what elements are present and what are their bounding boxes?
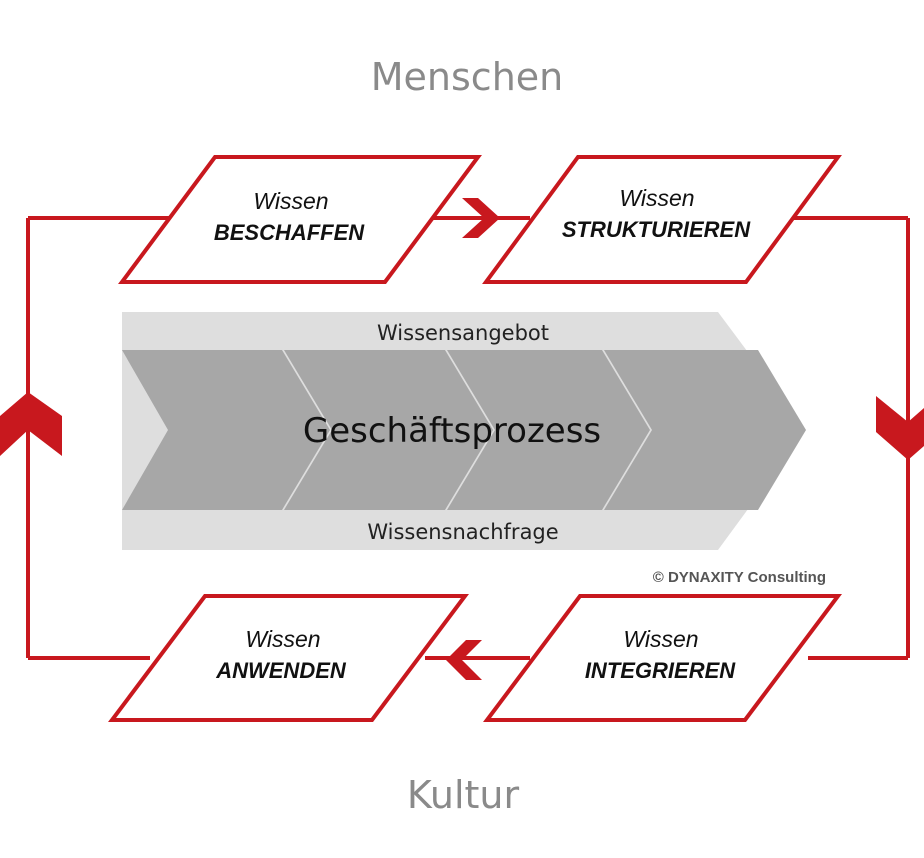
arrow-left-icon bbox=[446, 640, 482, 680]
step-integrieren-line2: INTEGRIEREN bbox=[585, 658, 736, 683]
step-box-integrieren: Wissen INTEGRIEREN bbox=[483, 594, 842, 722]
process-chevron-2 bbox=[284, 350, 493, 510]
process-title: Geschäftsprozess bbox=[303, 411, 601, 451]
step-box-anwenden: Wissen ANWENDEN bbox=[108, 594, 469, 722]
arrow-down-icon bbox=[876, 396, 924, 460]
step-box-strukturieren: Wissen STRUKTURIEREN bbox=[482, 155, 842, 284]
process-chevron-1 bbox=[122, 350, 330, 510]
process-chevron-3 bbox=[447, 350, 650, 510]
step-strukturieren-line2: STRUKTURIEREN bbox=[562, 217, 751, 242]
wissensangebot-label: Wissensangebot bbox=[377, 321, 549, 345]
step-strukturieren-line1: Wissen bbox=[619, 185, 694, 211]
step-box-beschaffen: Wissen BESCHAFFEN bbox=[118, 155, 482, 284]
step-beschaffen-line1: Wissen bbox=[253, 188, 328, 214]
top-label: Menschen bbox=[371, 55, 564, 99]
step-integrieren-line1: Wissen bbox=[623, 626, 698, 652]
wissensnachfrage-label: Wissensnachfrage bbox=[367, 520, 558, 544]
bottom-label: Kultur bbox=[407, 773, 520, 817]
process-chevron-4 bbox=[604, 350, 806, 510]
business-process: Wissensangebot Wissensnachfrage Geschäft… bbox=[122, 312, 806, 550]
step-beschaffen-line2: BESCHAFFEN bbox=[214, 220, 365, 245]
arrow-right-icon bbox=[462, 198, 500, 238]
step-anwenden-line2: ANWENDEN bbox=[215, 658, 347, 683]
arrow-up-icon bbox=[0, 392, 62, 456]
step-anwenden-line1: Wissen bbox=[245, 626, 320, 652]
copyright-notice: © DYNAXITY Consulting bbox=[653, 569, 826, 586]
